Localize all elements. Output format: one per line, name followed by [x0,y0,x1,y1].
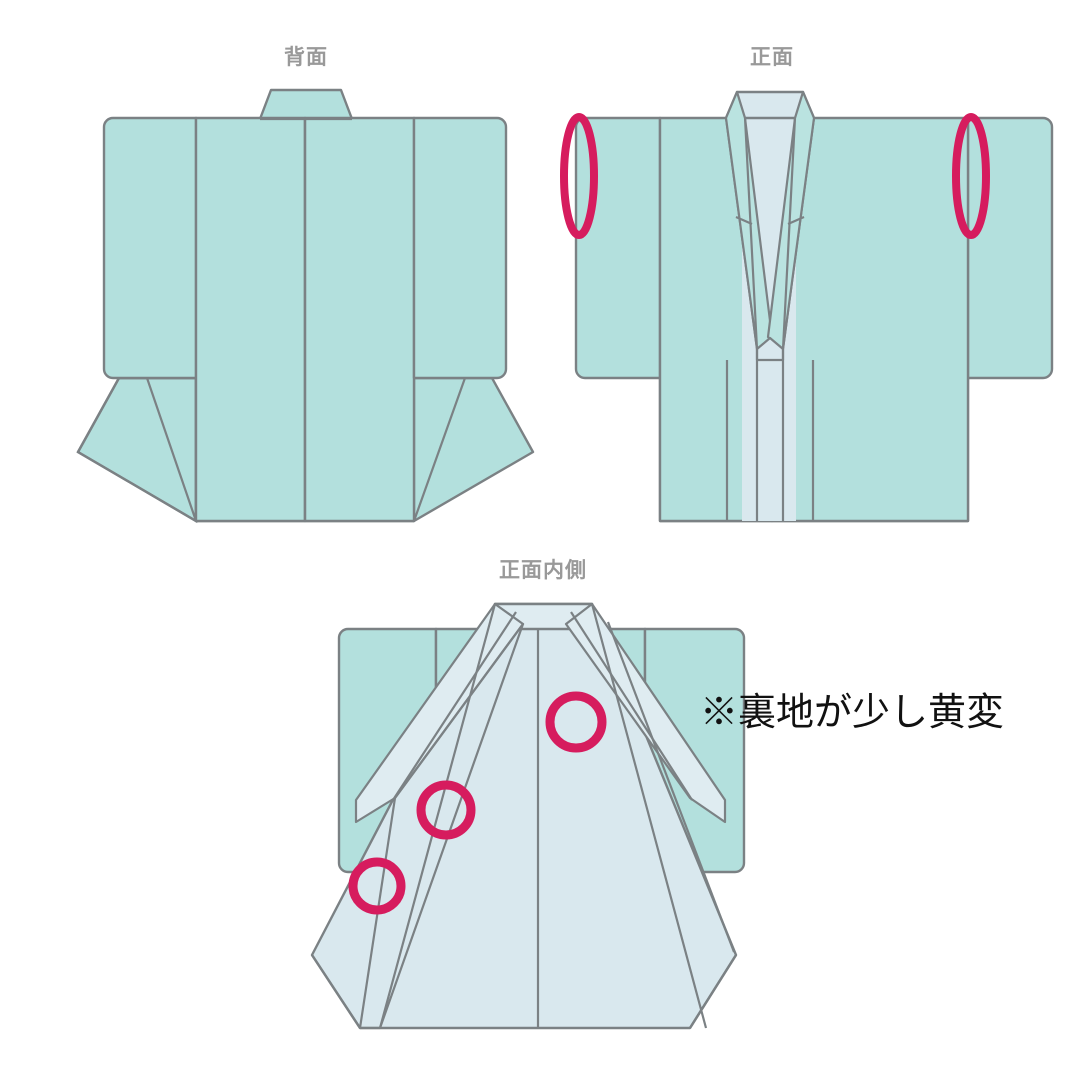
view-label-front-inside: 正面内側 [499,558,587,582]
view-front-inside: 正面内側 [310,558,746,1030]
view-back: 背面 [76,45,535,524]
back-left-sleeve [102,116,198,380]
back-skirt-fold-right [412,377,467,522]
inside-left-seam-b [392,611,517,801]
stain-marker-3 [348,857,406,915]
back-skirt-left-panel [76,376,198,523]
back-right-body-panel [303,116,416,523]
back-skirt-right-panel [412,376,535,523]
inside-right-seam-b [570,611,693,801]
stain-marker-2 [416,780,476,840]
back-collar [258,88,354,121]
view-front: 正面 [560,46,1054,523]
back-skirt-fold-left [145,377,198,522]
front-collar-notch-left [735,215,753,226]
front-collar-notch-right [787,215,805,226]
right-sleeve-marker [952,113,990,239]
view-label-front: 正面 [750,46,794,69]
front-left-sleeve [574,116,662,380]
inside-hem-right-diagonal [688,954,738,1029]
left-sleeve-marker [560,113,598,239]
inside-hem-left-diagonal [310,954,362,1029]
front-right-sleeve [966,116,1054,380]
view-label-back: 背面 [284,45,328,69]
condition-note: ※裏地が少し黄変 [700,692,1004,734]
inside-right-seam-c [606,621,736,953]
back-left-body-panel [194,116,307,523]
stain-marker-1 [545,691,607,753]
back-right-sleeve [412,116,508,380]
